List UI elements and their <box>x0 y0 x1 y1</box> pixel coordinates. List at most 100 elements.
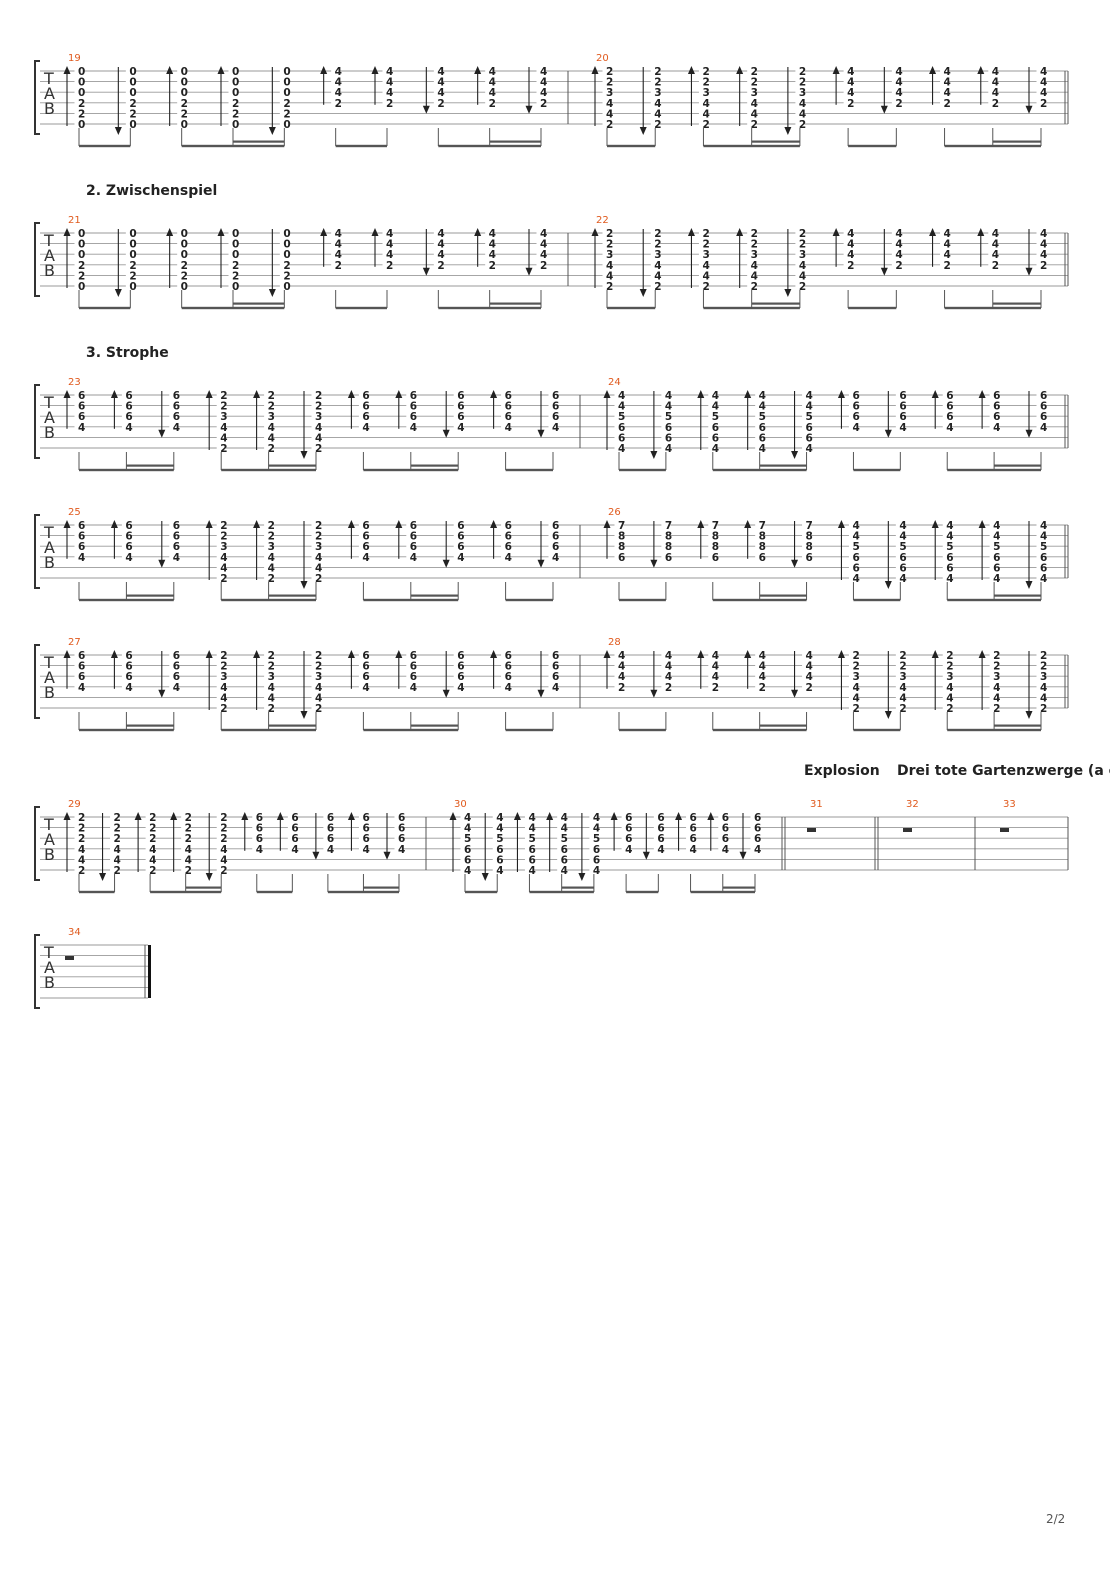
fret-mask <box>524 812 534 822</box>
fret-number: 4 <box>220 552 227 564</box>
fret-number: 8 <box>618 541 625 553</box>
fret-number: 6 <box>410 541 417 553</box>
fret-number: 2 <box>437 98 444 110</box>
fret-mask <box>145 854 155 865</box>
fret-mask <box>989 520 999 530</box>
fret-mask <box>358 411 368 422</box>
fret-number: 2 <box>268 573 275 585</box>
upstroke-arrow-icon <box>931 520 939 528</box>
measure: 33 <box>974 799 1016 870</box>
fret-mask <box>323 812 333 822</box>
fret-number: 6 <box>398 823 405 835</box>
fret-mask <box>121 390 131 400</box>
fret-mask <box>895 573 905 583</box>
fret-mask <box>802 422 812 432</box>
fret-mask <box>1036 692 1046 703</box>
fret-number: 4 <box>712 671 719 683</box>
fret-mask <box>708 443 718 453</box>
fret-number: 4 <box>552 682 559 694</box>
fret-number: 0 <box>129 228 136 240</box>
fret-number: 4 <box>665 671 672 683</box>
fret-number: 4 <box>852 531 859 543</box>
fret-number: 6 <box>625 812 632 824</box>
fret-mask <box>121 541 131 552</box>
fret-number: 0 <box>283 281 290 293</box>
fret-number: 3 <box>751 87 758 99</box>
fret-mask <box>895 422 905 432</box>
fret-number: 6 <box>173 401 180 413</box>
fret-mask <box>110 865 120 875</box>
fret-mask <box>750 844 760 854</box>
fret-mask <box>125 260 135 270</box>
fret-number: 4 <box>1040 422 1047 434</box>
fret-number: 6 <box>78 411 85 423</box>
fret-number: 2 <box>899 650 906 662</box>
fret-mask <box>755 650 765 660</box>
fret-number: 4 <box>751 260 758 272</box>
fret-number: 4 <box>327 844 334 856</box>
fret-number: 6 <box>398 812 405 824</box>
fret-number: 6 <box>291 823 298 835</box>
fret-mask <box>121 422 131 432</box>
fret-mask <box>279 66 289 76</box>
downstroke-arrow-icon <box>739 851 747 860</box>
fret-mask <box>802 541 812 552</box>
fret-number: 2 <box>606 239 613 251</box>
fret-number: 4 <box>540 87 547 99</box>
fret-number: 6 <box>1040 552 1047 564</box>
fret-number: 0 <box>232 119 239 131</box>
fret-mask <box>501 552 511 562</box>
fret-number: 4 <box>386 77 393 89</box>
beam-secondary <box>489 140 541 143</box>
fret-mask <box>311 390 321 400</box>
fret-number: 6 <box>946 401 953 413</box>
fret-number: 6 <box>1040 562 1047 574</box>
fret-mask <box>802 432 812 443</box>
measure: 2444566444566444566444566444566466646664… <box>579 377 1047 472</box>
fret-number: 4 <box>268 562 275 574</box>
fret-mask <box>453 541 463 552</box>
fret-mask <box>942 692 952 703</box>
fret-mask <box>358 520 368 530</box>
fret-mask <box>614 650 624 660</box>
fret-mask <box>891 87 901 98</box>
tab-clef-letter: A <box>44 668 55 687</box>
fret-mask <box>406 411 416 422</box>
fret-number: 2 <box>606 66 613 78</box>
upstroke-arrow-icon <box>736 228 744 236</box>
fret-mask <box>485 66 495 76</box>
fret-number: 2 <box>899 703 906 715</box>
fret-mask <box>121 531 131 541</box>
fret-number: 2 <box>78 260 85 272</box>
fret-mask <box>74 865 84 875</box>
fret-number: 4 <box>552 552 559 564</box>
fret-mask <box>557 833 567 844</box>
tab-clef-letter: B <box>44 845 55 864</box>
fret-mask <box>989 661 999 671</box>
fret-number: 5 <box>561 833 568 845</box>
downstroke-arrow-icon <box>300 451 308 459</box>
upstroke-arrow-icon <box>320 66 328 74</box>
fret-number: 6 <box>946 390 953 402</box>
fret-number: 4 <box>759 671 766 683</box>
downstroke-arrow-icon <box>205 873 213 881</box>
fret-mask <box>988 228 998 238</box>
fret-number: 2 <box>1040 703 1047 715</box>
fret-number: 4 <box>702 270 709 282</box>
fret-mask <box>228 108 238 119</box>
fret-mask <box>311 562 321 573</box>
fret-mask <box>602 270 612 281</box>
beam-secondary <box>126 464 174 467</box>
fret-number: 4 <box>618 671 625 683</box>
fret-mask <box>795 239 805 249</box>
downstroke-arrow-icon <box>578 873 586 881</box>
